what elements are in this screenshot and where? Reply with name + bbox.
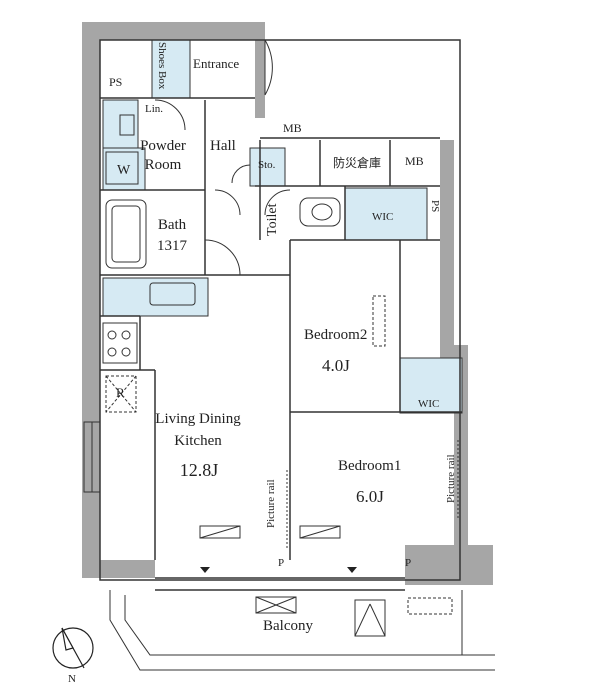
bath-label: Bath [157,217,187,233]
picture-rail-label-2: Picture rail [445,454,457,503]
window-markers [200,567,357,573]
bath-size-label: 1317 [157,238,187,254]
wic-label-1: WIC [372,211,394,223]
toilet-label: Toilet [265,203,280,236]
balcony-area [109,590,495,671]
powder-room-label-2: Room [144,157,182,173]
bedroom2-size: 4.0J [322,356,350,375]
powder-room-label-1: Powder [140,138,186,154]
north-compass-icon [52,627,94,669]
fridge-space [105,375,137,413]
disaster-storage-label: 防災倉庫 [333,156,382,170]
compass-north-label: N [68,673,76,685]
sto-label: Sto. [258,159,276,171]
bedroom1-label: Bedroom1 [338,458,402,474]
ldk-label-2: Kitchen [174,433,222,449]
mb-label-2: MB [405,154,424,168]
entrance-label: Entrance [193,56,240,71]
fixtures [102,114,386,413]
bathtub [105,199,147,269]
washer-label: W [117,163,131,178]
balcony-label: Balcony [263,618,313,634]
interior-walls [99,39,462,591]
bedroom2-label: Bedroom2 [304,327,368,343]
door-swings [154,39,291,276]
exterior-walls [82,22,493,585]
pipe-label-2: P [405,557,412,569]
pipe-label-1: P [278,557,285,569]
ldk-label-1: Living Dining [155,411,241,427]
stove [102,322,138,364]
aircon-units [199,525,341,539]
windows [83,421,101,493]
picture-rails [286,440,459,550]
toilet-fixture [299,197,341,227]
refrigerator-label: R [116,385,125,400]
wic-label-2: WIC [418,398,440,410]
bedroom1-size: 6.0J [356,487,384,506]
ldk-size: 12.8J [179,460,219,480]
shoes-box-label: Shoes Box [156,42,168,90]
ps-top-label: PS [109,75,123,89]
ps-right-label: PS [429,200,441,213]
linen-label: Lin. [145,103,164,115]
kitchen-sink [149,282,196,306]
washer-outline [105,151,139,185]
picture-rail-label-1: Picture rail [265,479,277,528]
hall-label: Hall [210,138,236,154]
mb-label-1: MB [283,121,302,135]
